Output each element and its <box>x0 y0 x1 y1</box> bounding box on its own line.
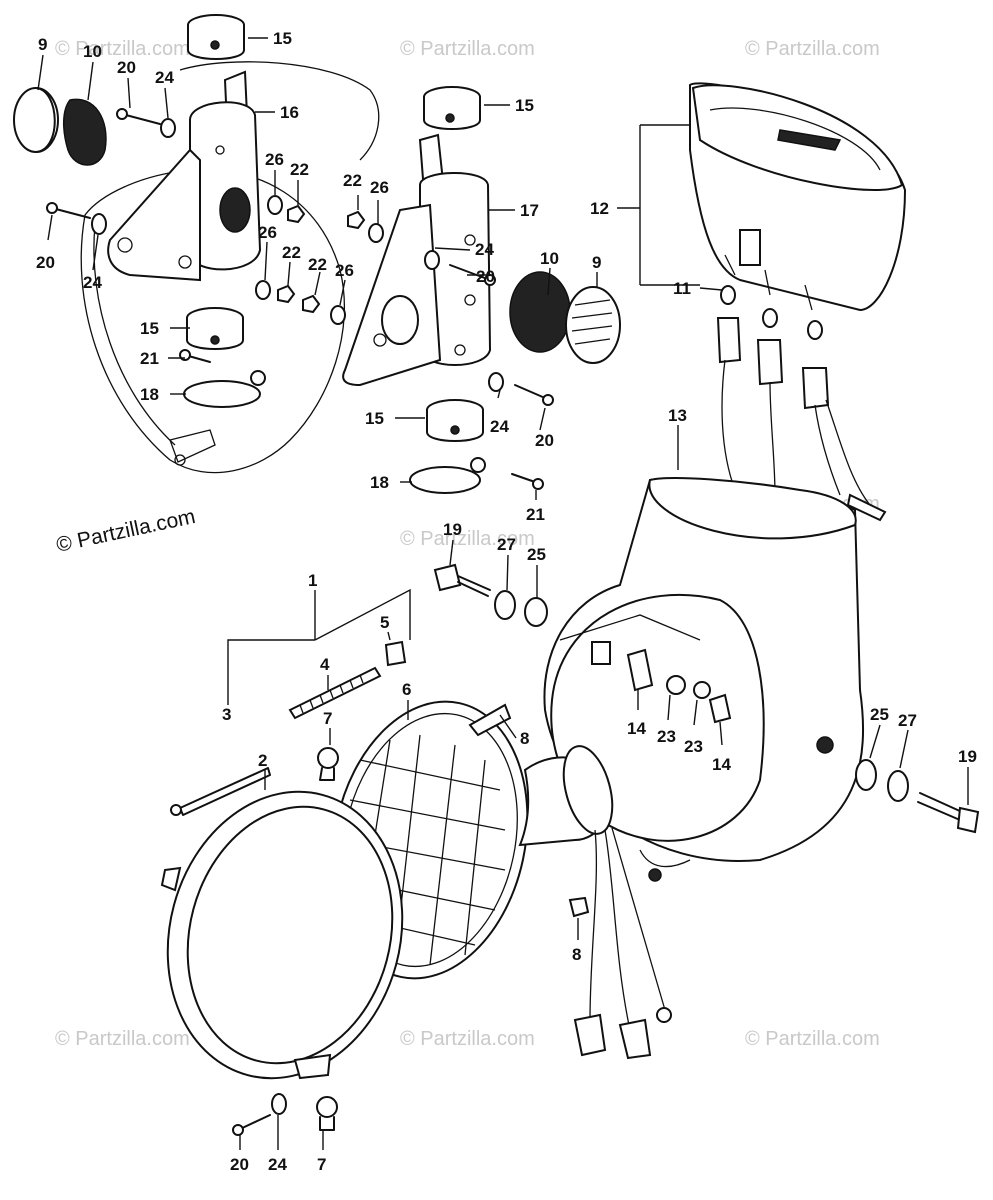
leader-lines <box>37 37 969 1150</box>
watermark-8: © Partzilla.com <box>745 1028 880 1050</box>
callout-14-left: 14 <box>627 719 646 738</box>
callout-24-left: 24 <box>83 273 102 292</box>
callout-6: 6 <box>402 680 411 699</box>
right-headlight-stay <box>342 133 492 387</box>
callout-22-a: 22 <box>290 160 309 179</box>
copyright-text: © Partzilla.com <box>54 505 197 557</box>
callout-18-left: 18 <box>140 385 159 404</box>
callout-14-right: 14 <box>712 755 731 774</box>
callout-19-right: 19 <box>958 747 977 766</box>
adjusting-parts <box>170 640 590 1136</box>
callout-20-left: 20 <box>36 253 55 272</box>
callout-26-d: 26 <box>335 261 354 280</box>
callout-18-right: 18 <box>370 473 389 492</box>
callout-27-right: 27 <box>898 711 917 730</box>
callout-15-top-right: 15 <box>515 96 534 115</box>
callout-24-top-left: 24 <box>155 68 174 87</box>
callout-4: 4 <box>320 655 330 674</box>
callout-1: 1 <box>308 571 317 590</box>
callout-8-upper: 8 <box>520 729 529 748</box>
callout-24-bottom: 24 <box>268 1155 287 1174</box>
clamp-mid-left <box>186 307 244 350</box>
callout-15-mid-right: 15 <box>365 409 384 428</box>
callout-24-right: 24 <box>475 240 494 259</box>
callout-23-right: 23 <box>684 737 703 756</box>
callout-17: 17 <box>520 201 539 220</box>
callout-2: 2 <box>258 751 267 770</box>
case-terminals <box>626 648 732 724</box>
callout-15-top-left: 15 <box>273 29 292 48</box>
clamp-top-left <box>187 14 245 60</box>
callout-24-mid: 24 <box>490 417 509 436</box>
hose-bands <box>183 370 486 494</box>
watermark-3: © Partzilla.com <box>745 38 880 60</box>
callout-20-mid: 20 <box>535 431 554 450</box>
callout-25-left: 25 <box>527 545 546 564</box>
callout-16: 16 <box>280 103 299 122</box>
mount-bolts <box>433 563 980 834</box>
callout-9-right: 9 <box>592 253 601 272</box>
clamp-top-right <box>423 86 481 130</box>
callout-27-left: 27 <box>497 535 516 554</box>
callout-25-right: 25 <box>870 705 889 724</box>
watermark-6: © Partzilla.com <box>55 1028 190 1050</box>
callout-10-left: 10 <box>83 42 102 61</box>
callout-12: 12 <box>590 199 609 218</box>
fasteners-upper <box>46 108 554 490</box>
callout-7-upper: 7 <box>323 709 332 728</box>
callout-21-left: 21 <box>140 349 159 368</box>
callout-11: 11 <box>673 279 691 298</box>
reflectors <box>13 87 621 364</box>
watermark-4: © Partzilla.com <box>400 528 535 550</box>
callout-19-left: 19 <box>443 520 462 539</box>
callout-labels: 9 10 20 24 15 16 26 22 22 26 20 24 26 22… <box>36 29 977 1174</box>
callout-22-d: 22 <box>308 255 327 274</box>
callout-13: 13 <box>668 406 687 425</box>
clamp-mid-right <box>426 399 484 442</box>
callout-15-mid-left: 15 <box>140 319 159 338</box>
left-headlight-stay <box>107 70 262 282</box>
callout-26-a: 26 <box>265 150 284 169</box>
callout-20-bottom: 20 <box>230 1155 249 1174</box>
watermark-7: © Partzilla.com <box>400 1028 535 1050</box>
callout-20-right: 20 <box>476 267 495 286</box>
callout-9-left: 9 <box>38 35 47 54</box>
callout-26-b: 26 <box>370 178 389 197</box>
watermarks: © Partzilla.com © Partzilla.com © Partzi… <box>55 38 880 1050</box>
callout-20-top-left: 20 <box>117 58 136 77</box>
callout-5: 5 <box>380 613 389 632</box>
callout-22-c: 22 <box>282 243 301 262</box>
watermark-2: © Partzilla.com <box>400 38 535 60</box>
bulbs-and-sockets <box>716 285 887 522</box>
callout-8-lower: 8 <box>572 945 581 964</box>
callout-22-b: 22 <box>343 171 362 190</box>
headlight-rim <box>160 790 404 1080</box>
clamps <box>186 14 484 442</box>
callout-7-lower: 7 <box>317 1155 326 1174</box>
callout-10-right: 10 <box>540 249 559 268</box>
callout-3: 3 <box>222 705 231 724</box>
watermark-1: © Partzilla.com <box>55 38 190 60</box>
callout-23-left: 23 <box>657 727 676 746</box>
callout-26-c: 26 <box>258 223 277 242</box>
callout-21-right: 21 <box>526 505 545 524</box>
speedometer <box>689 82 907 312</box>
